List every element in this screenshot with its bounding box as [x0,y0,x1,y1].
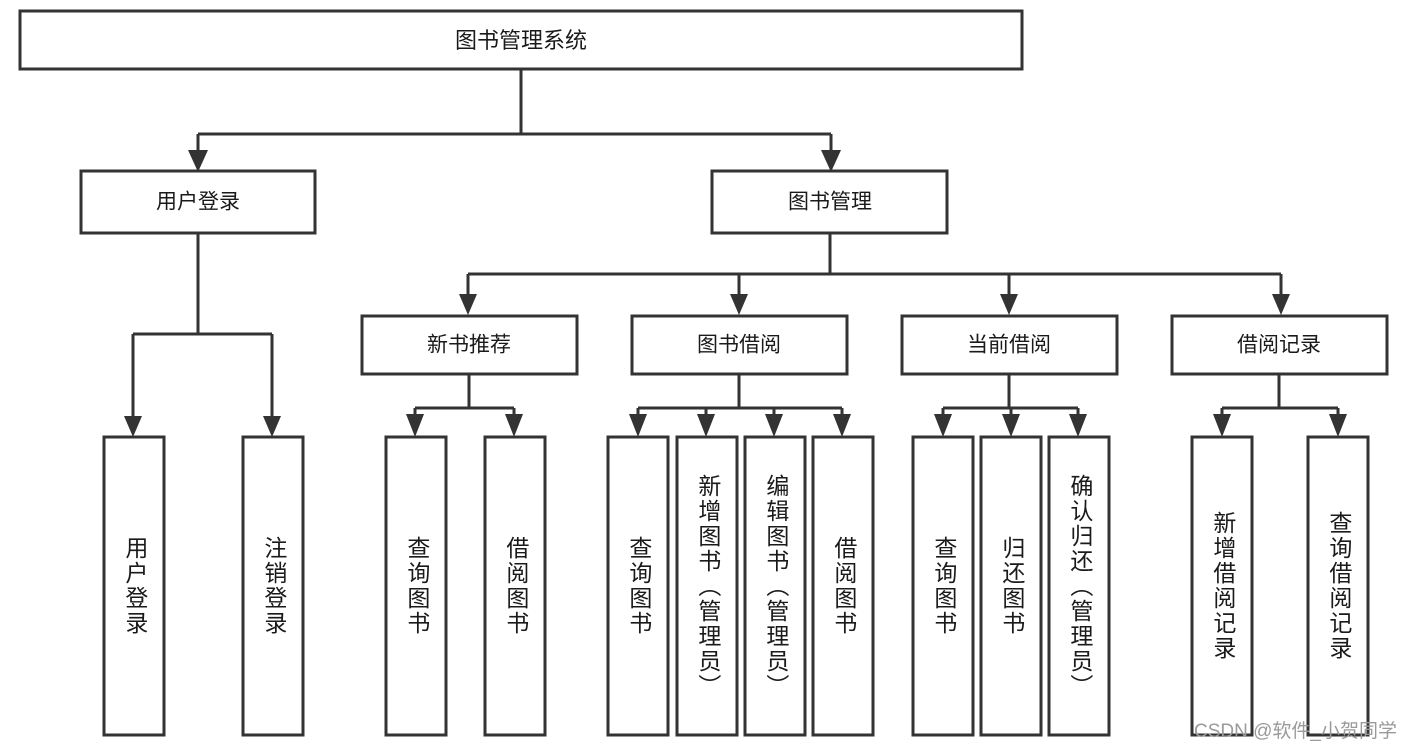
arrow-head-book-borrow-leaf-1 [697,414,715,437]
node-label-book-borrow: 图书借阅 [697,334,781,357]
leaf-box-current-borrow-1[interactable] [979,435,1043,737]
arrow-head-borrow-record [1272,294,1290,315]
node-box-book-management[interactable] [710,169,949,235]
arrow-head-book-borrow-leaf-3 [833,414,851,437]
node-label-borrow-record: 借阅记录 [1237,334,1321,357]
node-label-current-borrow: 当前借阅 [967,334,1051,357]
arrow-head-book-mgmt [821,150,841,172]
leaf-box-user-login-1[interactable] [241,435,305,737]
arrow-head-new-book-leaf-0 [406,414,424,437]
node-box-new-book-recommend[interactable] [360,314,579,376]
node-label-user-login: 用户登录 [156,191,240,214]
leaf-box-current-borrow-0[interactable] [911,435,975,737]
node-box-root[interactable] [18,9,1024,71]
arrow-head-user-login-leaf-0 [124,416,142,437]
arrow-head-book-borrow-leaf-2 [765,414,783,437]
leaf-box-borrow-record-0[interactable] [1190,435,1254,737]
arrow-head-book-borrow [730,294,748,315]
arrow-head-user-login [188,150,208,172]
arrow-head-new-book-recommend [459,294,477,315]
leaf-box-borrow-record-1[interactable] [1306,435,1370,737]
node-box-borrow-record[interactable] [1170,314,1389,376]
arrow-head-current-borrow-leaf-1 [1002,414,1020,437]
leaf-box-new-book-0[interactable] [384,435,448,737]
node-label-root: 图书管理系统 [455,28,587,53]
node-box-current-borrow[interactable] [900,314,1119,376]
node-label-new-book-recommend: 新书推荐 [427,334,511,357]
arrow-head-borrow-record-leaf-1 [1329,414,1347,437]
leaf-box-book-borrow-3[interactable] [811,435,875,737]
arrow-head-new-book-leaf-1 [505,414,523,437]
arrow-head-current-borrow [1000,294,1018,315]
leaf-box-current-borrow-2[interactable] [1047,435,1111,737]
node-label-book-management: 图书管理 [788,191,872,214]
arrow-head-borrow-record-leaf-0 [1213,414,1231,437]
leaf-box-book-borrow-2[interactable] [743,435,807,737]
arrow-head-current-borrow-leaf-2 [1069,414,1087,437]
arrow-head-user-login-leaf-1 [263,416,281,437]
watermark-text: CSDN @软件_小贺同学 [1194,721,1397,742]
leaf-box-book-borrow-1[interactable] [675,435,739,737]
node-box-book-borrow[interactable] [630,314,849,376]
leaf-box-book-borrow-0[interactable] [606,435,670,737]
leaf-box-user-login-0[interactable] [102,435,166,737]
leaf-box-new-book-1[interactable] [483,435,547,737]
arrow-head-current-borrow-leaf-0 [934,414,952,437]
arrow-head-book-borrow-leaf-0 [629,414,647,437]
